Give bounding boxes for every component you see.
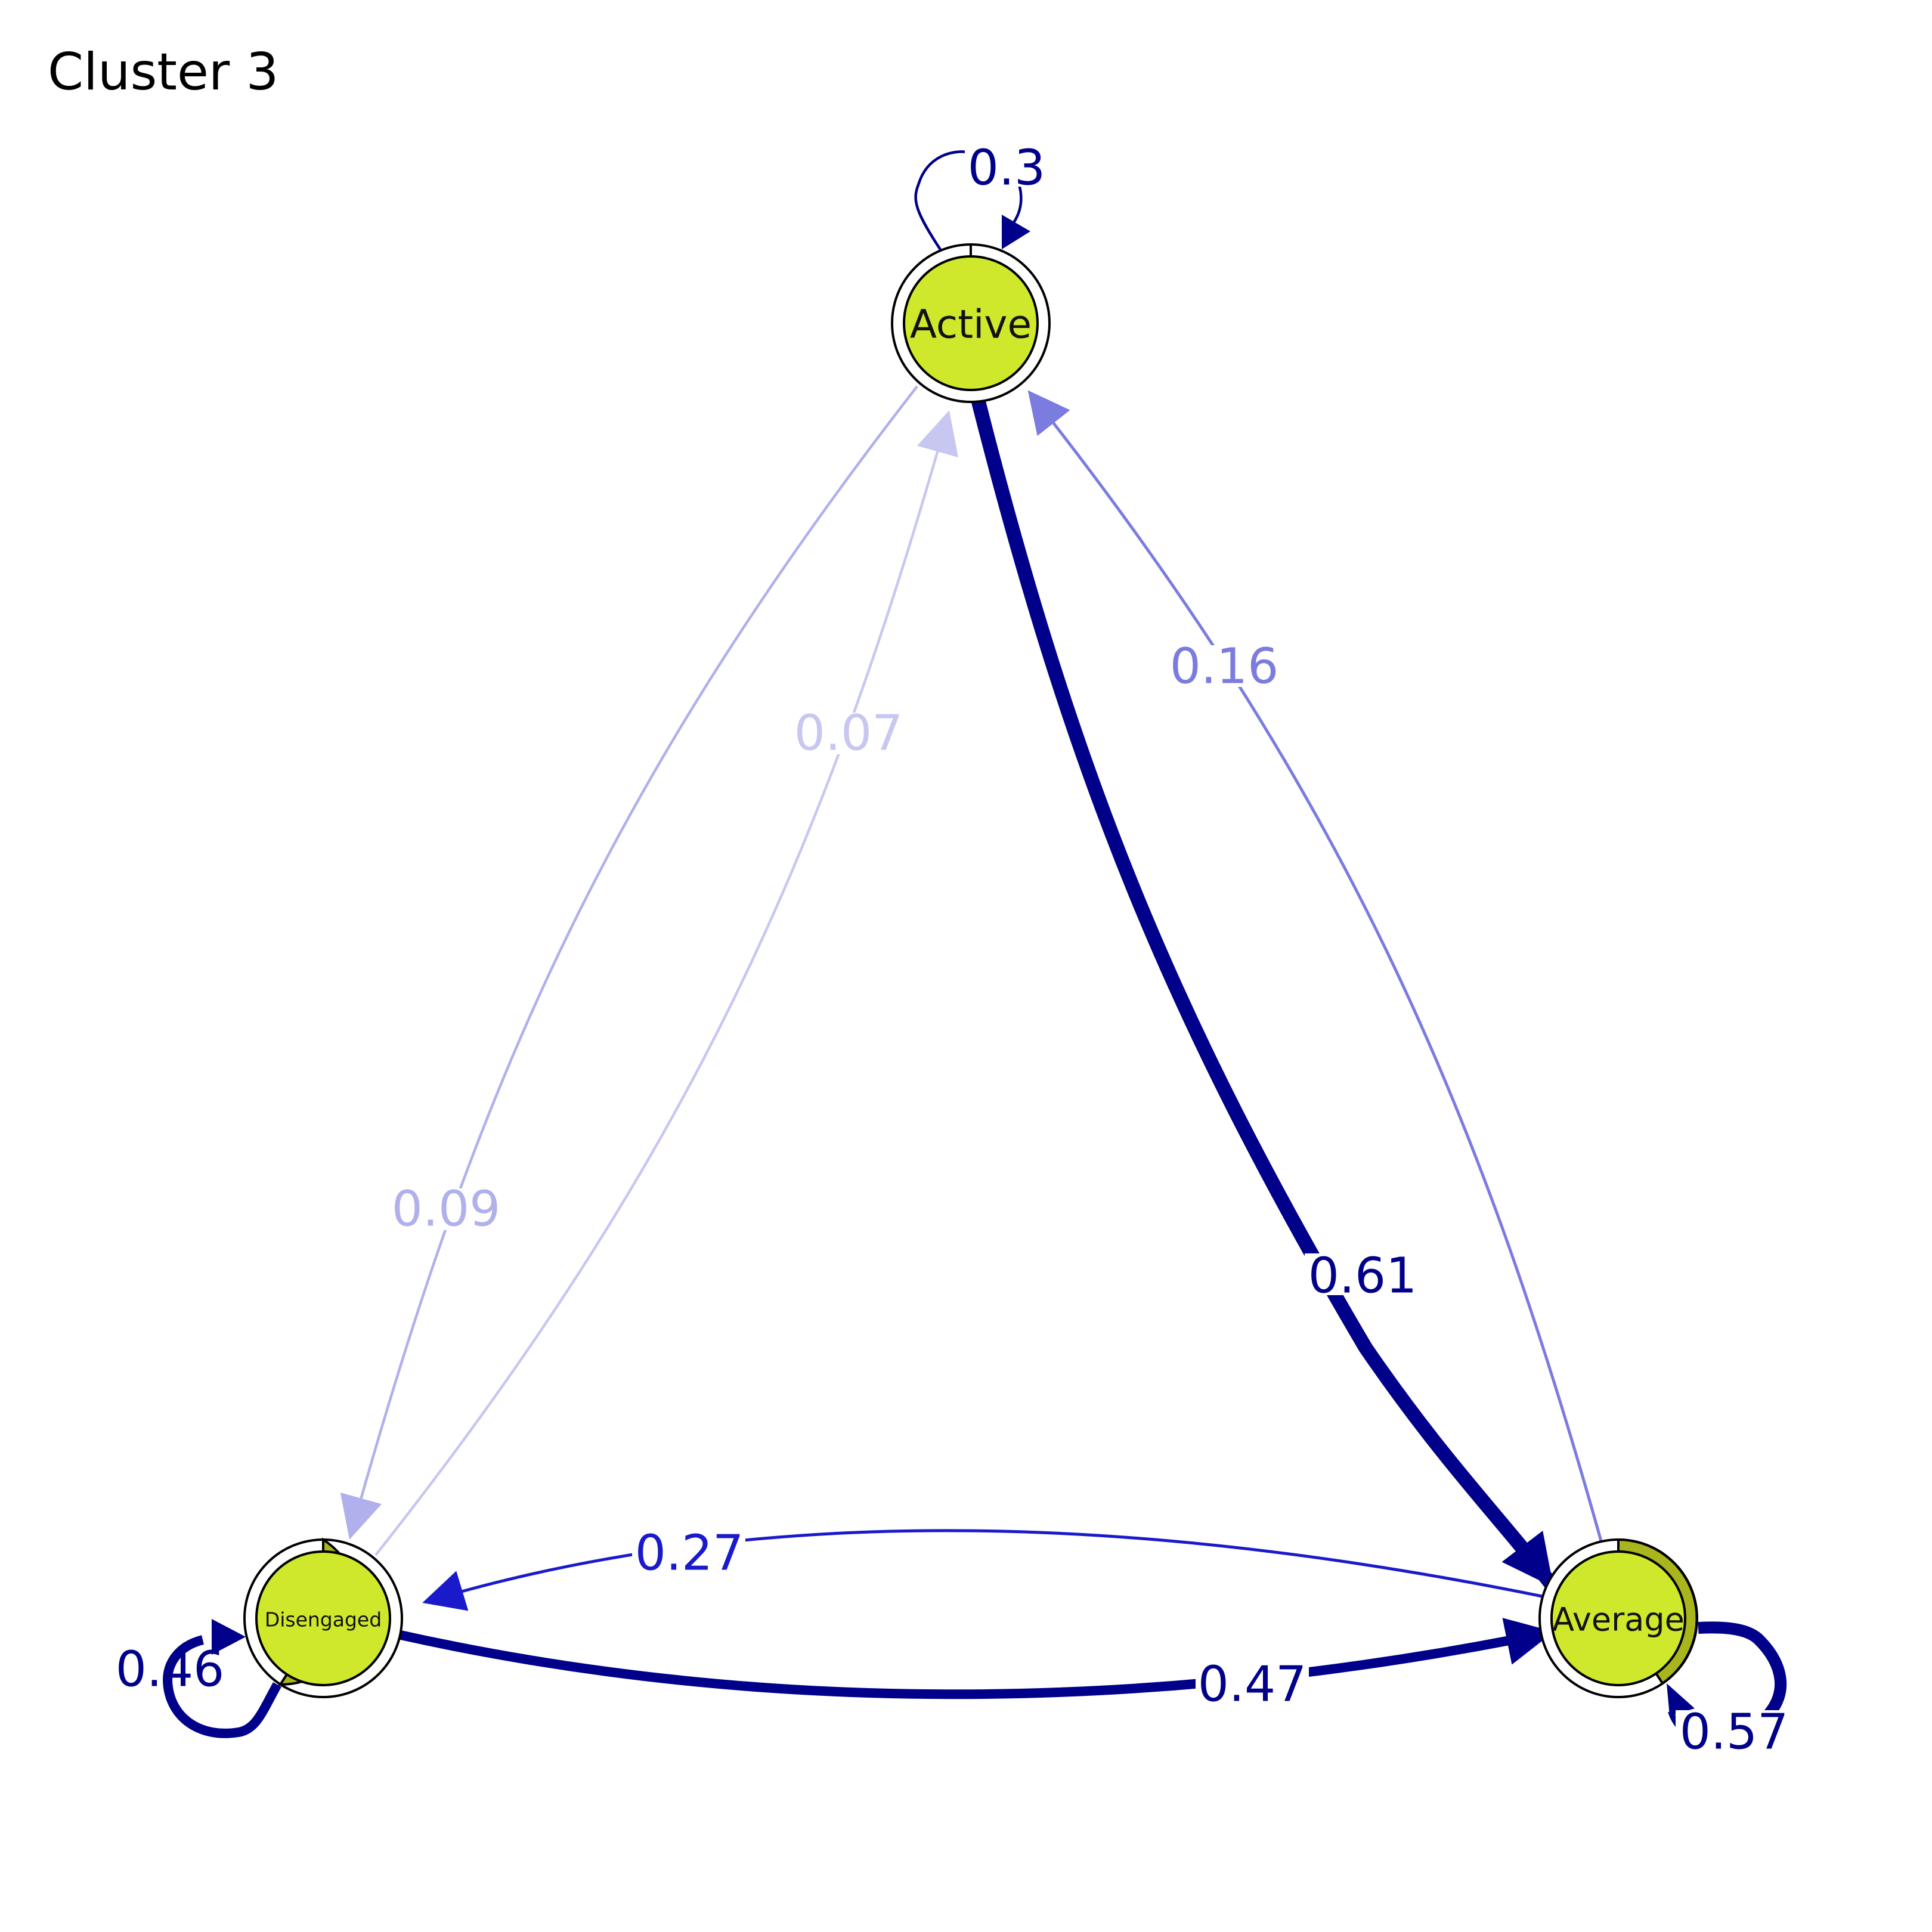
node-disengaged: Disengaged — [243, 1537, 403, 1698]
edge-labels: 0.3 0.61 0.16 0.07 0.09 0.27 0.47 0.46 0… — [116, 140, 1789, 1761]
node-active: Active — [891, 243, 1051, 403]
average-self-loop-arrowhead — [1667, 1683, 1695, 1716]
edge-active-to-average — [971, 398, 1556, 1588]
edge-label-bg — [1305, 1253, 1418, 1295]
edge-label-disengaged-self: 0.46 — [116, 1642, 225, 1698]
node-active-label: Active — [910, 302, 1032, 348]
edge-label-active-to-average: 0.61 — [1308, 1248, 1417, 1305]
edge-disengaged-to-average — [400, 1618, 1554, 1699]
edge-average-to-active — [1027, 390, 1605, 1548]
circle-node-icon — [1550, 1550, 1686, 1686]
node-disengaged-label: Disengaged — [265, 1608, 382, 1631]
edge-disengaged-self-loop — [163, 1635, 281, 1738]
circle-node-icon — [255, 1550, 391, 1686]
disengaged-self-loop-arrowhead — [212, 1619, 246, 1655]
edge-label-bg — [391, 1188, 504, 1230]
edge-active-to-disengaged — [340, 385, 918, 1540]
edge-label-bg — [632, 1532, 745, 1574]
edge-label-disengaged-to-active: 0.07 — [794, 705, 903, 762]
edge-label-bg — [793, 713, 906, 754]
edge-label-disengaged-to-average: 0.47 — [1198, 1657, 1307, 1713]
edge-label-active-to-disengaged: 0.09 — [392, 1181, 501, 1238]
edge-label-active-self: 0.3 — [968, 140, 1045, 197]
circle-node-icon — [903, 255, 1039, 391]
edge-label-bg — [1196, 1662, 1309, 1704]
node-average: Average — [1538, 1538, 1698, 1698]
edge-label-average-to-active: 0.16 — [1170, 639, 1279, 695]
edge-label-average-to-disengaged: 0.27 — [635, 1525, 744, 1582]
edge-label-bg — [965, 145, 1048, 187]
edge-disengaged-to-active — [374, 410, 959, 1556]
edge-label-bg — [1168, 645, 1281, 687]
active-self-loop-arrowhead — [1002, 215, 1030, 249]
edges — [163, 150, 1787, 1738]
edge-average-to-disengaged — [422, 1529, 1543, 1611]
edge-label-average-self: 0.57 — [1680, 1704, 1789, 1761]
node-average-label: Average — [1552, 1601, 1685, 1639]
edge-label-bg — [1676, 1710, 1789, 1752]
diagram-title: Cluster 3 — [48, 42, 278, 102]
